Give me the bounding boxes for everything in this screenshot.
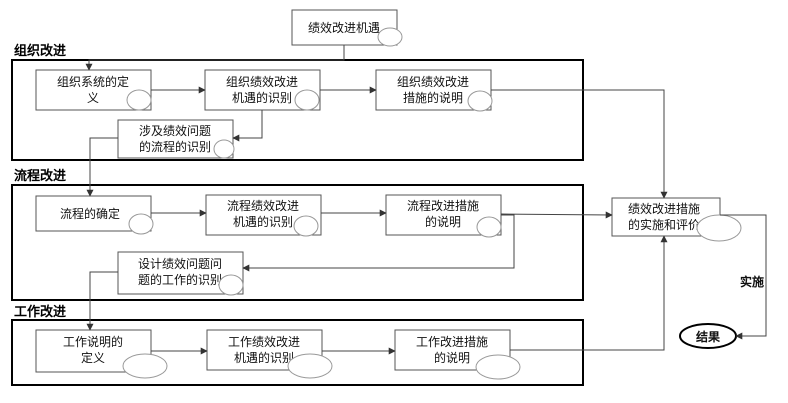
section-title-process: 流程改进 [14, 168, 66, 184]
box-org-process-identification: 涉及绩效问题的流程的识别 [117, 119, 235, 159]
svg-text:组织绩效改进措施的说明: 组织绩效改进措施的说明 [397, 74, 469, 105]
box-implementation-evaluation: 绩效改进措施的实施和评价 [611, 197, 742, 242]
result-node: 结果 [679, 323, 737, 349]
svg-text:流程改进措施的说明: 流程改进措施的说明 [407, 198, 479, 229]
section-title-job: 工作改进 [14, 304, 66, 320]
svg-text:绩效改进机遇: 绩效改进机遇 [308, 20, 380, 35]
svg-text:设计绩效问题问题的工作的识别: 设计绩效问题问题的工作的识别 [138, 256, 222, 287]
box-org-opportunity-identification: 组织绩效改进机遇的识别 [204, 69, 321, 111]
implement-label: 实施 [740, 274, 764, 289]
connectors [85, 45, 767, 355]
svg-text:组织绩效改进机遇的识别: 组织绩效改进机遇的识别 [226, 74, 298, 105]
box-job-opportunity-identification: 工作绩效改进机遇的识别 [206, 329, 333, 379]
svg-text:工作说明的定义: 工作说明的定义 [63, 334, 123, 365]
svg-text:工作绩效改进机遇的识别: 工作绩效改进机遇的识别 [228, 334, 300, 365]
box-process-opportunity-identification: 流程绩效改进机遇的识别 [205, 194, 322, 237]
svg-text:组织系统的定义: 组织系统的定义 [57, 74, 129, 105]
section-frame-job [11, 319, 584, 386]
svg-text:涉及绩效问题的流程的识别: 涉及绩效问题的流程的识别 [139, 123, 211, 154]
section-frame-process [11, 184, 584, 301]
section-title-org: 组织改进 [14, 43, 66, 59]
svg-text:流程绩效改进机遇的识别: 流程绩效改进机遇的识别 [227, 198, 299, 229]
svg-text:工作改进措施的说明: 工作改进措施的说明 [416, 335, 488, 365]
box-org-improvement-measures: 组织绩效改进措施的说明 [375, 69, 493, 112]
box-job-description-definition: 工作说明的定义 [35, 329, 168, 379]
svg-text:流程的确定: 流程的确定 [60, 206, 120, 221]
box-job-improvement-measures: 工作改进措施的说明 [394, 329, 521, 380]
svg-text:结果: 结果 [696, 329, 720, 344]
svg-text:绩效改进措施的实施和评价: 绩效改进措施的实施和评价 [628, 201, 700, 232]
box-org-system-definition: 组织系统的定义 [35, 69, 152, 111]
box-process-improvement-measures: 流程改进措施的说明 [385, 194, 502, 238]
box-job-problem-identification: 设计绩效问题问题的工作的识别 [117, 251, 244, 296]
box-performance-opportunity: 绩效改进机遇 [291, 9, 403, 47]
box-process-determination: 流程的确定 [35, 195, 154, 235]
